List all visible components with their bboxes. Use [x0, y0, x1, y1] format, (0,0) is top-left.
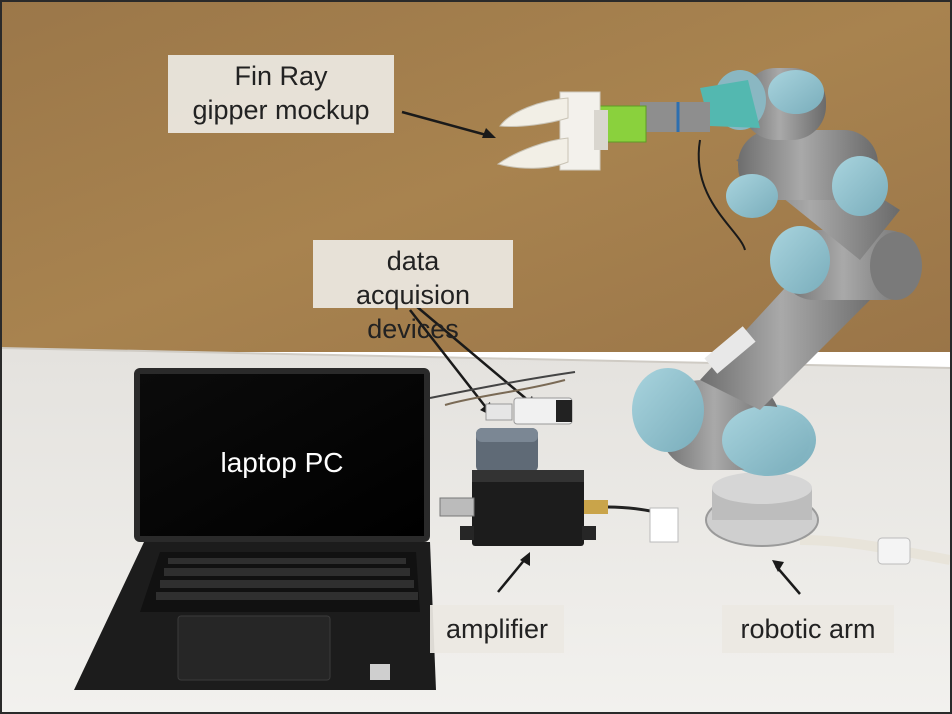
label-daq-line2: devices [367, 314, 459, 344]
arm-cable [697, 139, 746, 251]
fin-ray-finger-bottom [496, 137, 569, 169]
label-data-acquisition: data acquision devices [313, 240, 513, 344]
arrow-amplifier [497, 557, 527, 593]
daq-device-2 [485, 403, 513, 421]
laptop-touchpad [177, 615, 331, 681]
arrow-daq-1 [409, 309, 489, 411]
label-laptop-pc: laptop PC [220, 447, 344, 478]
gripper-shaft [640, 102, 710, 132]
arrow-robotic-arm [775, 565, 801, 595]
label-amplifier: amplifier [430, 605, 564, 653]
floor-cable [799, 535, 951, 565]
laptop-screen [140, 374, 424, 536]
label-fin-ray-gripper: Fin Ray gipper mockup [168, 55, 394, 133]
fin-ray-finger-top [499, 97, 569, 127]
arrow-fin-ray [401, 110, 491, 138]
label-fin-ray-line2: gipper mockup [192, 95, 370, 125]
label-fin-ray-line1: Fin Ray [234, 61, 328, 91]
tool-mount [700, 80, 760, 128]
label-daq-line1: data acquision [355, 246, 471, 310]
arrow-daq-2 [415, 305, 531, 403]
amplifier-box [472, 470, 584, 546]
label-robotic-arm: robotic arm [722, 605, 894, 653]
